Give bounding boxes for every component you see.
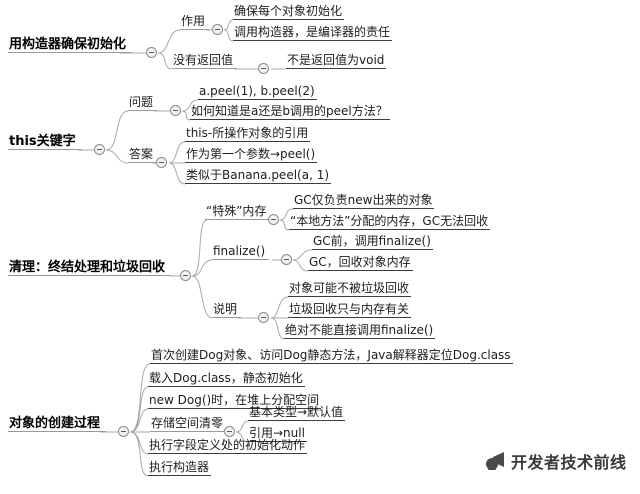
leaf-load-dog-class-static-init[interactable]: 载入Dog.class，静态初始化: [148, 371, 305, 387]
collapse-toggle[interactable]: [224, 426, 235, 437]
node-no-return-value[interactable]: 没有返回值: [172, 53, 238, 69]
node-storage-zeroed[interactable]: 存储空间清零: [150, 416, 228, 432]
node-special-memory[interactable]: “特殊”内存: [205, 204, 271, 220]
node-answer[interactable]: 答案: [128, 147, 158, 163]
node-question[interactable]: 问题: [128, 95, 158, 111]
watermark: 开发者技术前线: [484, 449, 627, 473]
collapse-toggle[interactable]: [258, 63, 269, 74]
leaf-how-know-a-or-b[interactable]: 如何知道是a还是b调用的peel方法？: [190, 104, 390, 120]
leaf-gc-only-new-objects[interactable]: GC仅负责new出来的对象: [293, 193, 435, 209]
leaf-locate-dog-class[interactable]: 首次创建Dog对象、访问Dog静态方法，Java解释器定位Dog.class: [150, 348, 513, 364]
collapse-toggle[interactable]: [281, 254, 292, 265]
node-this-keyword[interactable]: this关键字: [8, 134, 82, 150]
node-cleanup-finalization-gc[interactable]: 清理：终结处理和垃圾回收: [8, 260, 172, 276]
leaf-first-parameter-peel[interactable]: 作为第一个参数→peel(): [185, 147, 318, 163]
node-constructor-role[interactable]: 作用: [180, 14, 210, 30]
leaf-object-may-not-be-collected[interactable]: 对象可能不被垃圾回收: [288, 281, 412, 297]
leaf-gc-memory-only[interactable]: 垃圾回收只与内存有关: [288, 302, 412, 318]
node-notes[interactable]: 说明: [212, 302, 242, 318]
collapse-toggle[interactable]: [268, 214, 279, 225]
watermark-text: 开发者技术前线: [511, 453, 627, 472]
leaf-new-dog-heap-allocation[interactable]: new Dog()时，在堆上分配空间: [148, 393, 322, 409]
leaf-peel-calls[interactable]: a.peel(1), b.peel(2): [198, 84, 317, 100]
collapse-toggle[interactable]: [146, 47, 157, 58]
node-object-creation-process[interactable]: 对象的创建过程: [8, 416, 107, 432]
leaf-reference-null[interactable]: 引用→null: [248, 426, 307, 442]
collapse-toggle[interactable]: [94, 144, 105, 155]
node-finalize[interactable]: finalize(): [212, 244, 270, 260]
collapse-toggle[interactable]: [170, 105, 181, 116]
leaf-compiler-calls-constructor[interactable]: 调用构造器，是编译器的责任: [233, 25, 393, 41]
leaf-gc-reclaims-memory[interactable]: GC，回收对象内存: [308, 255, 413, 271]
watermark-logo-icon: [486, 452, 504, 470]
collapse-toggle[interactable]: [212, 24, 223, 35]
leaf-native-method-memory[interactable]: “本地方法”分配的内存，GC无法回收: [289, 214, 491, 230]
leaf-execute-constructor[interactable]: 执行构造器: [148, 460, 212, 476]
leaf-primitive-default-values[interactable]: 基本类型→默认值: [248, 405, 346, 421]
leaf-finalize-before-gc[interactable]: GC前，调用finalize(): [312, 234, 433, 250]
leaf-banana-peel[interactable]: 类似于Banana.peel(a, 1): [185, 168, 332, 184]
leaf-ensure-every-object-initialized[interactable]: 确保每个对象初始化: [233, 4, 345, 20]
leaf-this-reference[interactable]: this-所操作对象的引用: [185, 126, 311, 142]
leaf-not-void-return[interactable]: 不是返回值为void: [286, 53, 387, 69]
node-constructor-initialization[interactable]: 用构造器确保初始化: [8, 37, 133, 53]
collapse-toggle[interactable]: [118, 426, 129, 437]
collapse-toggle[interactable]: [180, 270, 191, 281]
leaf-never-call-finalize-directly[interactable]: 绝对不能直接调用finalize(): [284, 323, 436, 339]
collapse-toggle[interactable]: [156, 157, 167, 168]
collapse-toggle[interactable]: [258, 312, 269, 323]
leaf-field-initialization[interactable]: 执行字段定义处的初始化动作: [148, 438, 308, 454]
